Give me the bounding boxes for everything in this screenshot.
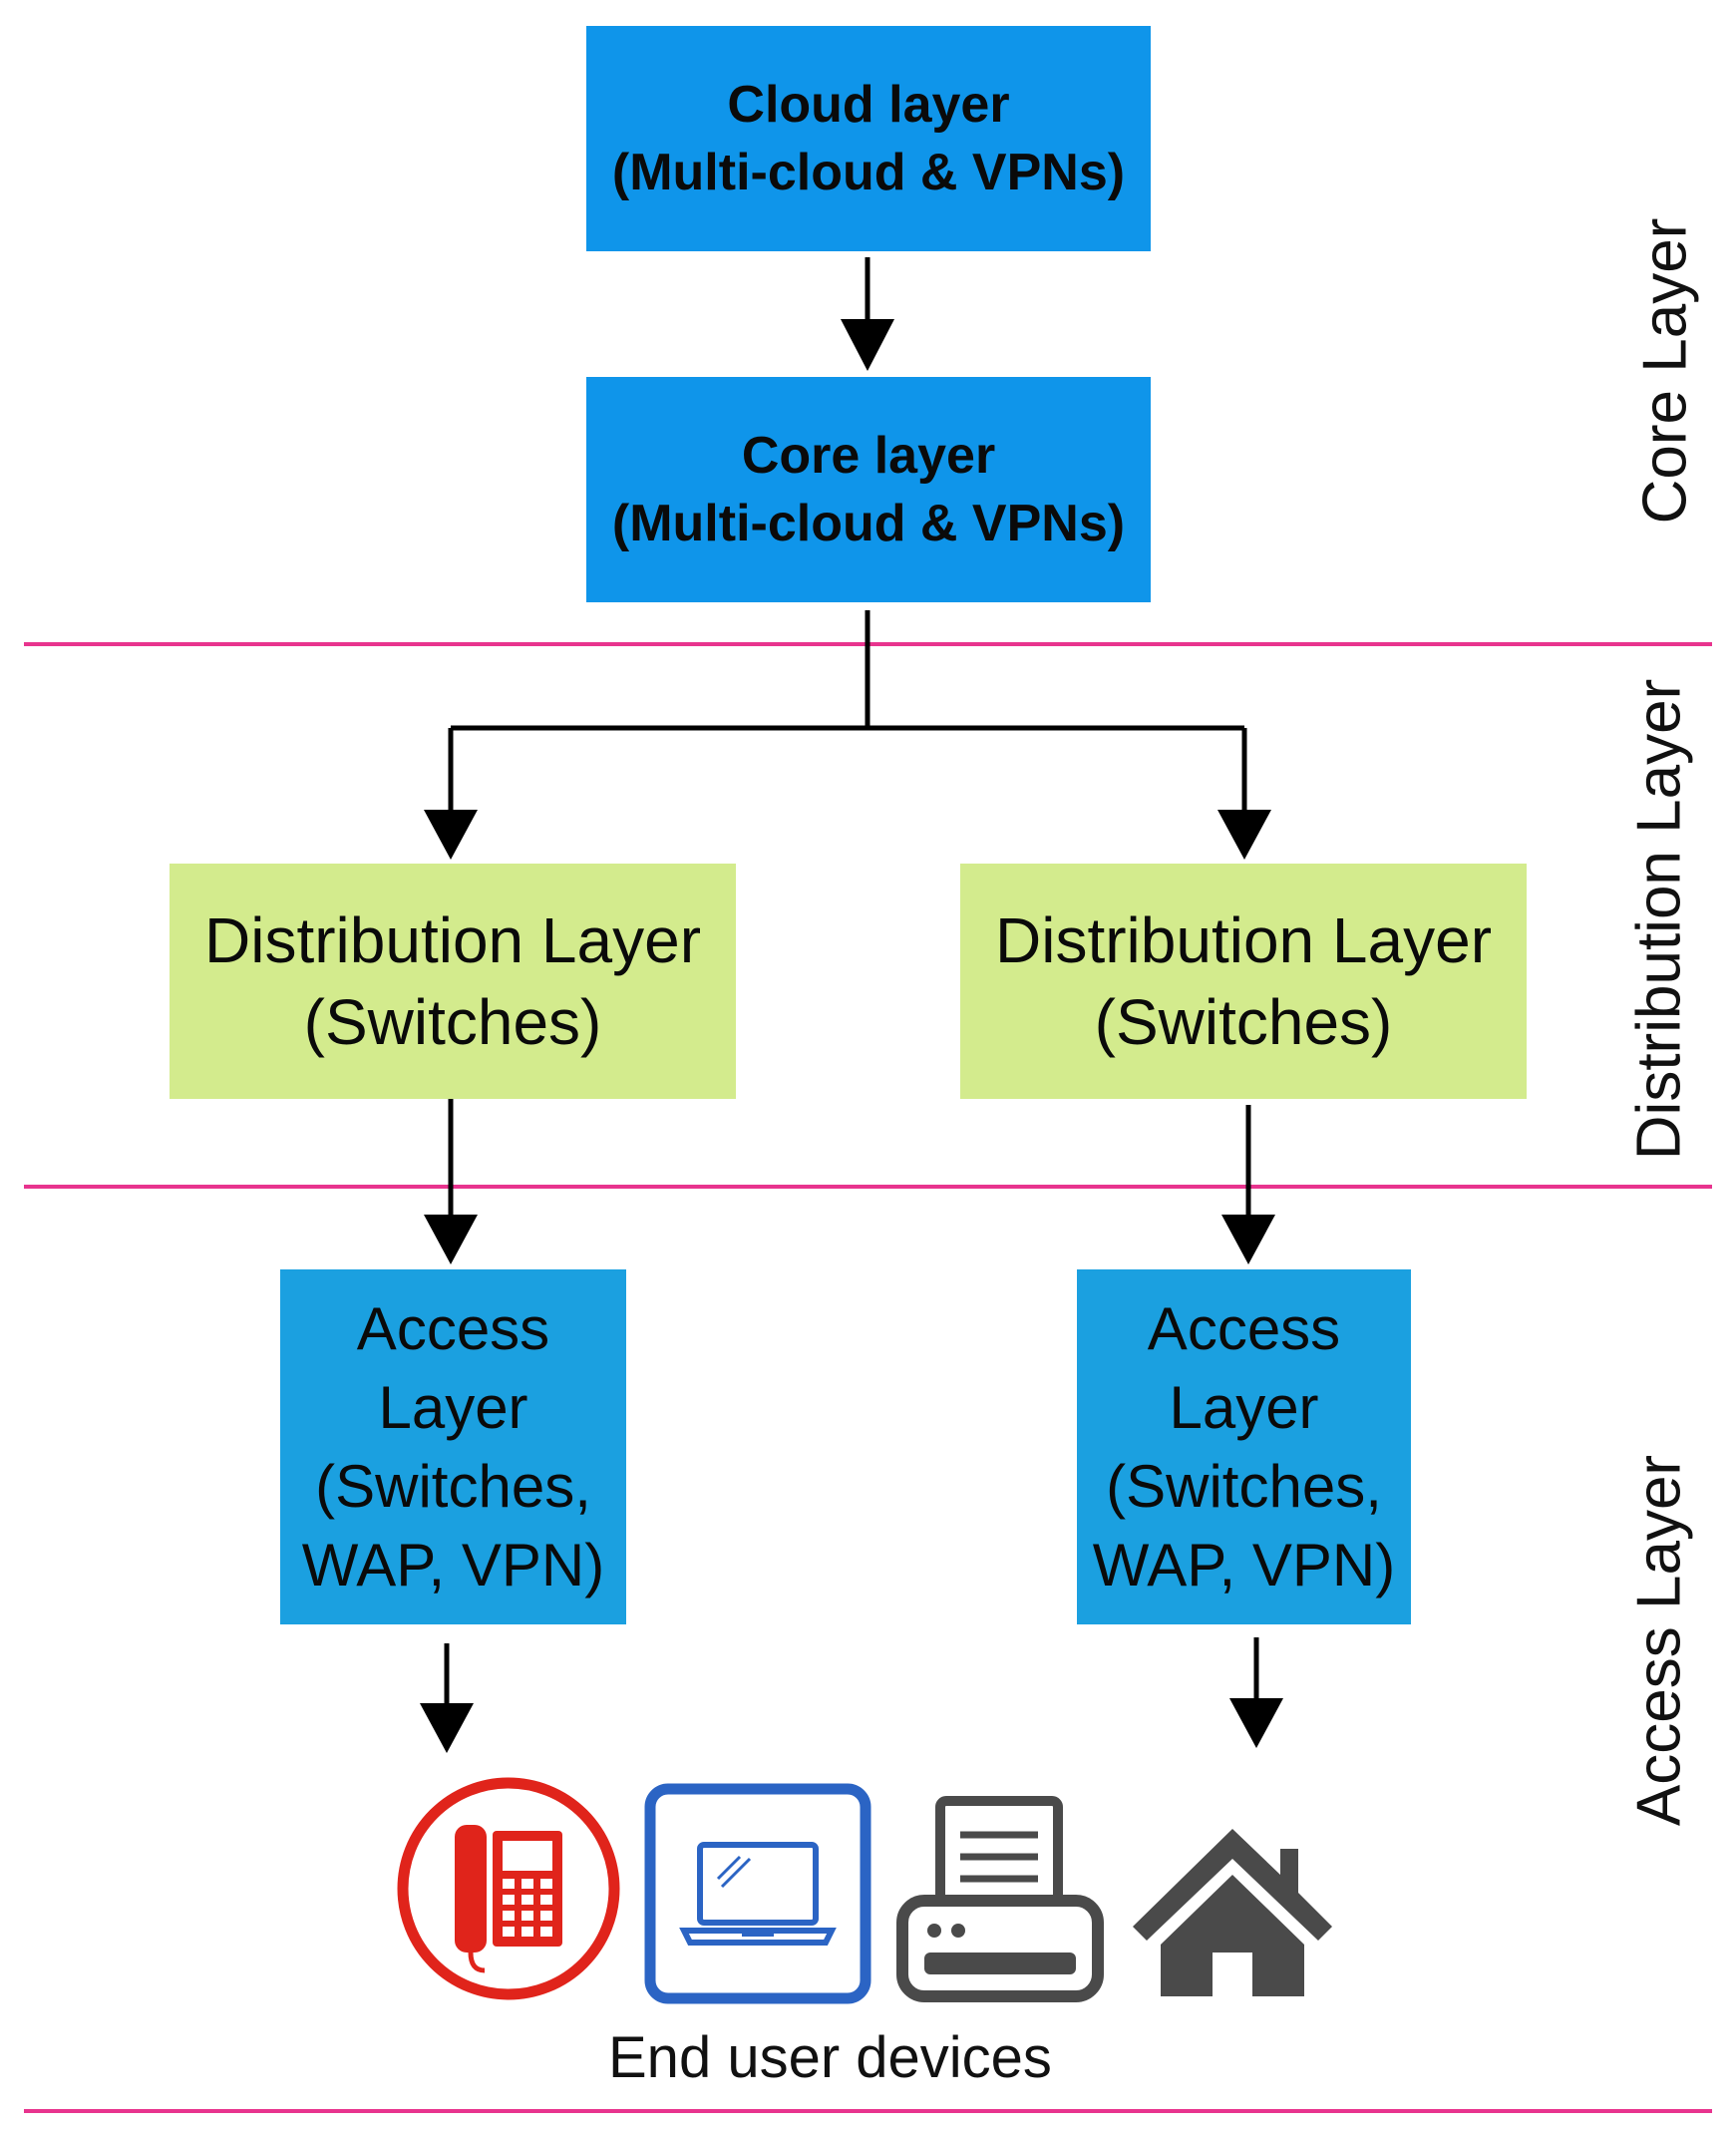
- core-box-title: Core layer: [741, 427, 996, 485]
- arrow-distribution-left-to-access-left: [424, 1099, 478, 1264]
- access-left-line-3: (Switches,: [315, 1453, 591, 1520]
- core-layer-box: Core layer (Multi-cloud & VPNs): [586, 377, 1151, 602]
- access-left-line-4: WAP, VPN): [301, 1532, 605, 1598]
- access-left-line-1: Access: [356, 1295, 550, 1362]
- printer-icon: [896, 1796, 1104, 2002]
- access-right-line-4: WAP, VPN): [1092, 1532, 1396, 1598]
- laptop-icon: [644, 1783, 871, 2004]
- distribution-right-title: Distribution Layer: [995, 904, 1492, 976]
- arrow-distribution-right-to-access-right: [1221, 1105, 1275, 1264]
- access-layer-box-right: Access Layer (Switches, WAP, VPN): [1077, 1269, 1411, 1624]
- distribution-left-subtitle: (Switches): [303, 986, 602, 1058]
- arrow-access-right-to-devices: [1229, 1637, 1283, 1748]
- side-label-access-layer: Access Layer: [1624, 1454, 1694, 1827]
- access-right-line-1: Access: [1147, 1295, 1341, 1362]
- distribution-layer-box-left: Distribution Layer (Switches): [170, 864, 736, 1099]
- arrow-cloud-to-core: [841, 257, 894, 371]
- distribution-layer-box-right: Distribution Layer (Switches): [960, 864, 1527, 1099]
- cloud-layer-box: Cloud layer (Multi-cloud & VPNs): [586, 26, 1151, 251]
- access-right-line-2: Layer: [1169, 1374, 1319, 1441]
- access-right-line-3: (Switches,: [1106, 1453, 1382, 1520]
- cloud-box-subtitle: (Multi-cloud & VPNs): [611, 144, 1126, 201]
- distribution-right-subtitle: (Switches): [1094, 986, 1393, 1058]
- cloud-box-title: Cloud layer: [727, 76, 1010, 134]
- side-label-core-layer: Core Layer: [1630, 217, 1700, 525]
- end-user-devices-caption: End user devices: [608, 2025, 1052, 2090]
- arrow-access-left-to-devices: [420, 1643, 474, 1753]
- access-left-line-2: Layer: [378, 1374, 528, 1441]
- arrowhead-to-distribution-right: [1217, 810, 1271, 860]
- arrowhead-to-distribution-left: [424, 810, 478, 860]
- phone-icon: [397, 1777, 620, 2000]
- home-icon: [1133, 1829, 1332, 1996]
- distribution-left-title: Distribution Layer: [204, 904, 701, 976]
- side-label-distribution-layer: Distribution Layer: [1624, 678, 1694, 1161]
- access-layer-box-left: Access Layer (Switches, WAP, VPN): [280, 1269, 626, 1624]
- core-box-subtitle: (Multi-cloud & VPNs): [611, 495, 1126, 552]
